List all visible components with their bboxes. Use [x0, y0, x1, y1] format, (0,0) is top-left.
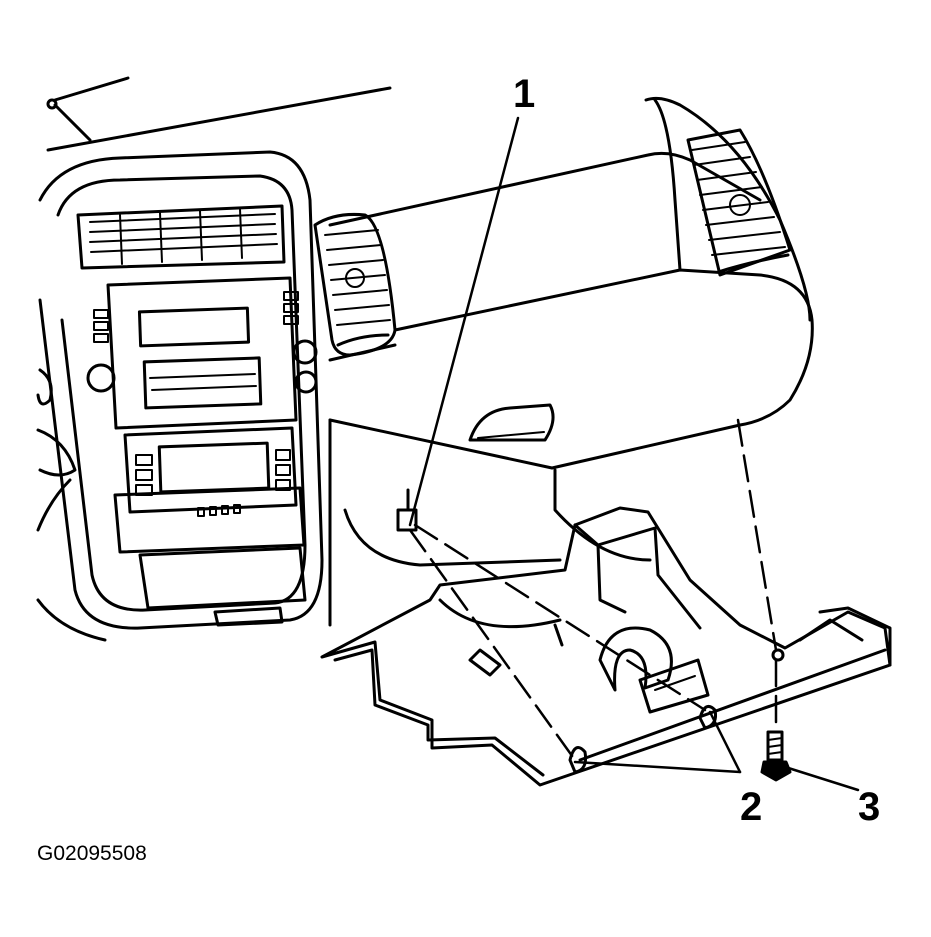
leader-lines — [408, 116, 860, 792]
callout-1: 1 — [513, 72, 536, 116]
callout-3: 3 — [858, 785, 881, 829]
cd-slot-icon — [137, 306, 251, 348]
dash-top-lines — [46, 76, 392, 152]
alignment-lines — [408, 418, 778, 762]
bolt-hole-icon — [771, 648, 785, 662]
wiring-loop-icon — [598, 626, 673, 692]
insulator-panel — [320, 506, 892, 787]
dash-body — [328, 96, 814, 627]
side-vent — [313, 213, 397, 357]
radio-knob-right-bottom-icon — [294, 370, 318, 394]
right-vent — [686, 128, 792, 277]
left-dash-edge — [36, 368, 107, 642]
figure-id: G02095508 — [37, 842, 147, 865]
glovebox-handle-icon — [468, 403, 555, 442]
center-stack — [38, 150, 324, 630]
center-vent-grille — [89, 208, 278, 265]
center-vent-icon — [76, 204, 286, 270]
climate-display-icon — [157, 441, 271, 494]
bolt-icon — [760, 730, 792, 782]
radio-knob-left-icon — [86, 363, 116, 393]
lower-dash-region — [343, 468, 652, 567]
radio-knob-right-top-icon — [292, 339, 318, 365]
callout-2: 2 — [740, 785, 763, 829]
